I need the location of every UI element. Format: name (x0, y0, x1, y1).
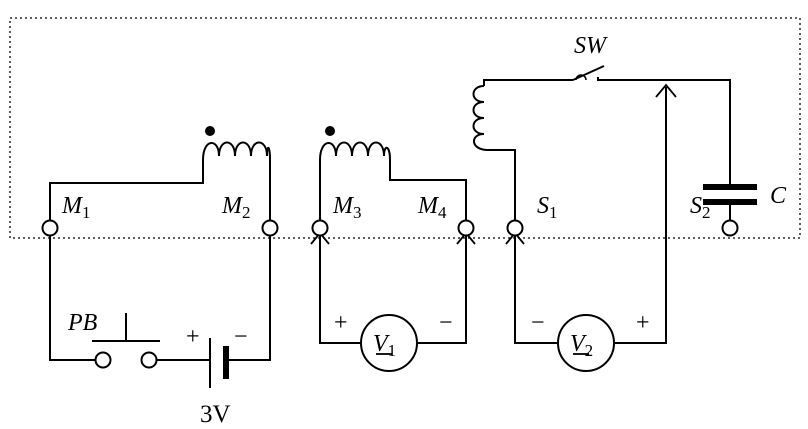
label-m4: M4 (417, 193, 447, 222)
push-button-contact-right (140, 351, 158, 369)
v2-minus-sign: − (531, 310, 545, 336)
label-s1: S1 (537, 193, 558, 222)
wire-m3-to-v1 (319, 236, 361, 344)
label-m1: M1 (61, 193, 91, 222)
switch-sw-pivot (575, 74, 587, 81)
terminal-m4 (457, 219, 475, 237)
label-v2: V2 (570, 331, 593, 360)
terminal-s1 (506, 219, 524, 237)
label-sw: SW (574, 33, 608, 59)
label-battery-voltage: 3V (200, 401, 231, 428)
push-button-contact-left (94, 351, 112, 369)
battery-minus-sign: − (234, 324, 248, 350)
v1-minus-sign: − (439, 310, 453, 336)
enclosure-box (9, 17, 801, 239)
label-m2: M2 (221, 193, 251, 222)
wire-coil-c-to-switch (483, 79, 573, 86)
coil-b (319, 141, 391, 161)
switch-sw-blade (572, 65, 605, 81)
v2-plus-sign: + (636, 310, 650, 336)
v1-plus-sign: + (334, 310, 348, 336)
polarity-dot-coil-b (325, 126, 335, 136)
terminal-m2 (261, 219, 279, 237)
terminal-m1 (41, 219, 59, 237)
wire-m1-to-coil-a (49, 160, 204, 228)
label-c: C (770, 183, 787, 209)
wire-battery-to-m2 (226, 236, 271, 361)
battery-plus-sign: + (186, 324, 200, 350)
switch-sw-contact-hook (597, 77, 604, 81)
wire-v2-to-probe (614, 87, 667, 344)
terminal-s2 (721, 219, 739, 237)
voltmeter-v1 (360, 314, 418, 372)
coil-a (202, 141, 271, 161)
wire-v1-to-m4 (417, 236, 467, 344)
label-s2: S2 (690, 193, 711, 222)
wire-coil-b-to-m4 (389, 160, 467, 220)
wire-s1-to-coil-c (488, 149, 516, 220)
label-pb: PB (67, 310, 98, 336)
wire-switch-to-capacitor (604, 79, 731, 187)
wire-s1-to-v2 (514, 236, 558, 344)
terminal-m3 (311, 219, 329, 237)
probe-arrow-top (655, 83, 677, 98)
label-m3: M3 (332, 193, 362, 222)
wire-m1-down (49, 236, 96, 361)
polarity-dot-coil-a (205, 126, 215, 136)
coil-c (472, 85, 489, 151)
label-v1: V1 (373, 331, 396, 360)
voltmeter-v2 (557, 314, 615, 372)
